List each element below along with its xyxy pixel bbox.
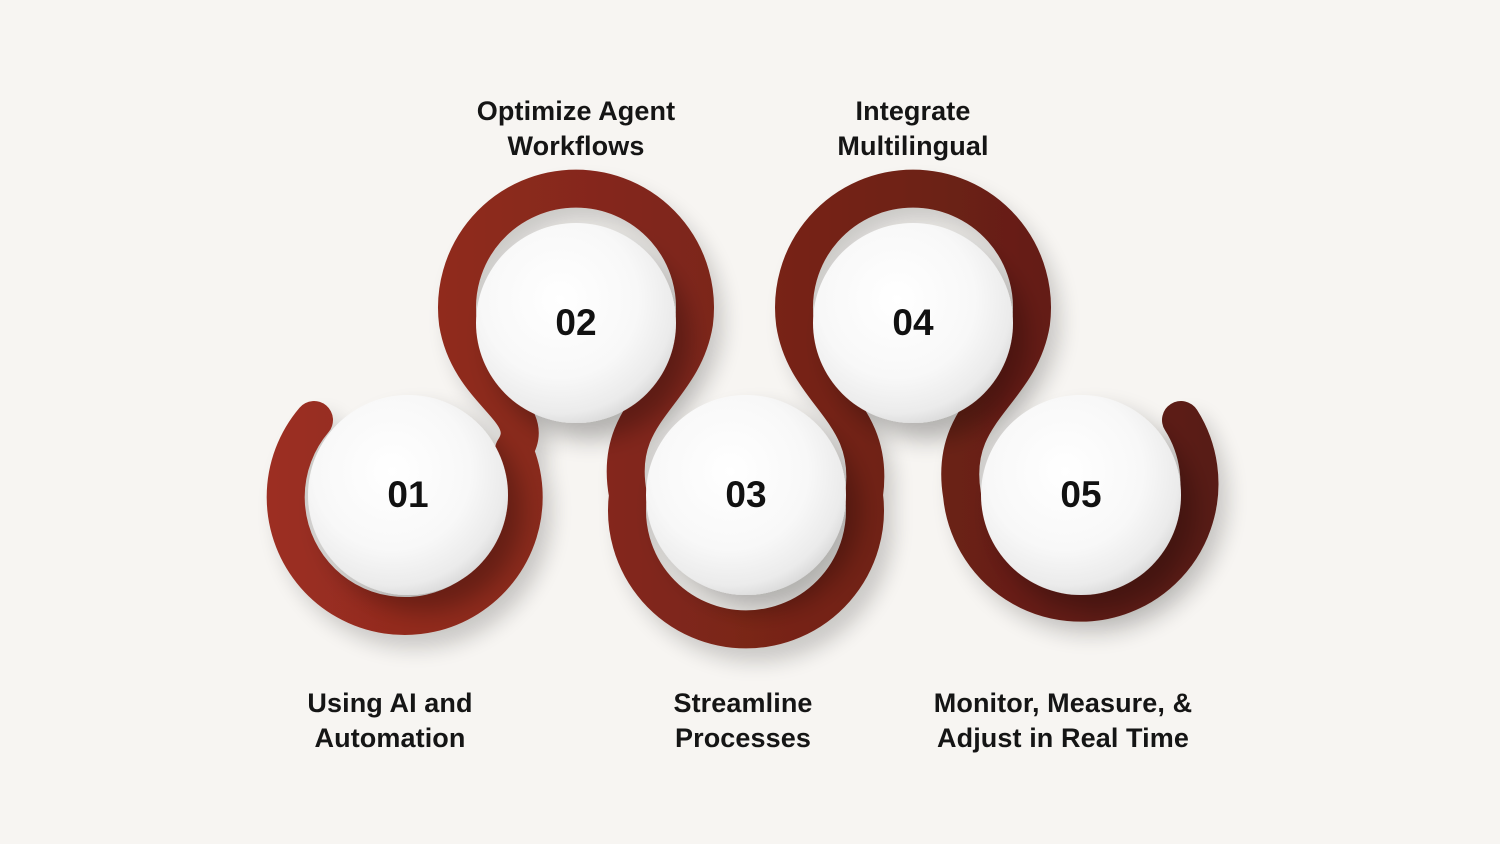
step-label-02: Optimize Agent Workflows [416, 94, 736, 164]
step-label-03-line2: Processes [674, 723, 811, 753]
step-number-03: 03 [725, 474, 767, 515]
step-label-03-line1: Streamline [673, 688, 813, 718]
step-label-04-line1: Integrate [855, 96, 971, 126]
step-label-02-line1: Optimize Agent [476, 96, 676, 126]
step-number-02: 02 [555, 302, 597, 343]
step-sphere-05 [981, 395, 1181, 595]
step-label-04: Integrate Multilingual [753, 94, 1073, 164]
step-number-04: 04 [892, 302, 934, 343]
step-label-02-line2: Workflows [507, 131, 645, 161]
step-label-01-line1: Using AI and [307, 688, 473, 718]
step-label-05-line2: Adjust in Real Time [937, 723, 1189, 753]
step-sphere-02 [476, 223, 676, 423]
step-label-04-line2: Multilingual [837, 131, 989, 161]
step-label-05: Monitor, Measure, & Adjust in Real Time [903, 686, 1223, 756]
step-label-01: Using AI and Automation [230, 686, 550, 756]
step-label-01-line2: Automation [314, 723, 466, 753]
step-sphere-01 [308, 395, 508, 595]
step-label-03: Streamline Processes [583, 686, 903, 756]
ribbon-path [266, 169, 1219, 649]
step-number-05: 05 [1060, 474, 1102, 515]
step-number-01: 01 [387, 474, 429, 515]
step-sphere-03 [646, 395, 846, 595]
step-sphere-04 [813, 223, 1013, 423]
step-label-05-line1: Monitor, Measure, & [933, 688, 1193, 718]
